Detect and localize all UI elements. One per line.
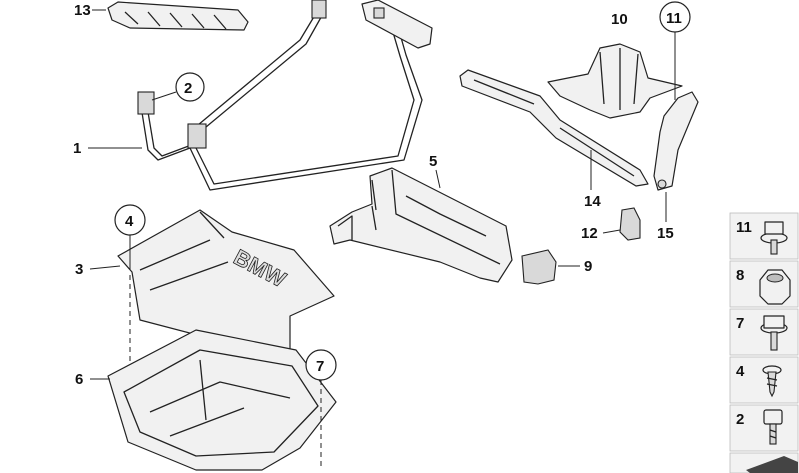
- legend-num-11: 11: [736, 219, 752, 236]
- legend-cell-4: [729, 356, 799, 404]
- part-12-clip[interactable]: [619, 207, 641, 241]
- callout-13: 13: [74, 2, 91, 19]
- part-3-cover[interactable]: BMW: [117, 209, 335, 361]
- callout-6: 6: [75, 371, 83, 388]
- partial-part-icon: [746, 456, 798, 473]
- fastener-legend: 11 8 7 4 2: [729, 212, 799, 473]
- callout-1: 1: [73, 140, 81, 157]
- legend-num-4: 4: [736, 363, 745, 380]
- leader-2: [151, 91, 177, 101]
- callout-10: 10: [611, 11, 628, 28]
- legend-num-7: 7: [736, 315, 744, 332]
- screw-with-washer-icon: [760, 221, 788, 255]
- part-6-tub[interactable]: [107, 329, 337, 471]
- leader-5: [435, 169, 441, 189]
- callout-7: 7: [316, 358, 324, 375]
- callout-11: 11: [666, 10, 682, 27]
- part-15-wrench[interactable]: [653, 91, 699, 191]
- callout-5: 5: [429, 153, 437, 170]
- callout-2: 2: [184, 80, 192, 97]
- socket-head-screw-icon: [763, 409, 783, 445]
- legend-num-2: 2: [736, 411, 744, 428]
- part-14-lever[interactable]: [459, 69, 649, 187]
- callout-15: 15: [657, 225, 674, 242]
- callout-9: 9: [584, 258, 592, 275]
- legend-num-8: 8: [736, 267, 744, 284]
- leader-12: [602, 229, 621, 234]
- part-1-strap[interactable]: [137, 0, 423, 191]
- hex-nut-icon: [759, 269, 791, 305]
- callout-14: 14: [584, 193, 601, 210]
- part-5-tray[interactable]: [329, 167, 513, 283]
- part-9-clip[interactable]: [521, 249, 557, 285]
- hex-bolt-icon: [760, 315, 788, 351]
- leader-3: [89, 265, 121, 270]
- part-13-holder[interactable]: [107, 1, 249, 31]
- callout-2-circle: [175, 72, 205, 102]
- part-10-jack[interactable]: [547, 43, 683, 119]
- callout-4: 4: [125, 213, 134, 230]
- callout-3: 3: [75, 261, 83, 278]
- sheet-metal-screw-icon: [762, 365, 782, 398]
- callout-12: 12: [581, 225, 598, 242]
- part-1-upper-bracket[interactable]: [361, 0, 433, 49]
